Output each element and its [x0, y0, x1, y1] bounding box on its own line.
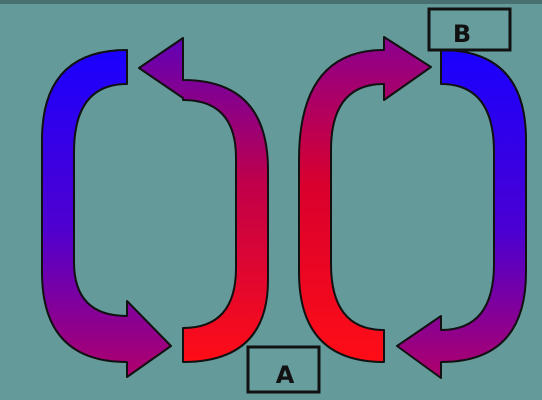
top-edge-shadow — [0, 0, 542, 4]
label-box-b: B — [427, 7, 512, 52]
label-box-a: A — [246, 345, 321, 394]
right-outer-arrow — [396, 49, 527, 379]
left-inner-arrow — [138, 37, 269, 363]
right-inner-arrow — [298, 36, 432, 363]
left-outer-arrow — [41, 49, 172, 378]
label-b-text: B — [453, 20, 471, 48]
label-a-text: A — [276, 361, 295, 389]
